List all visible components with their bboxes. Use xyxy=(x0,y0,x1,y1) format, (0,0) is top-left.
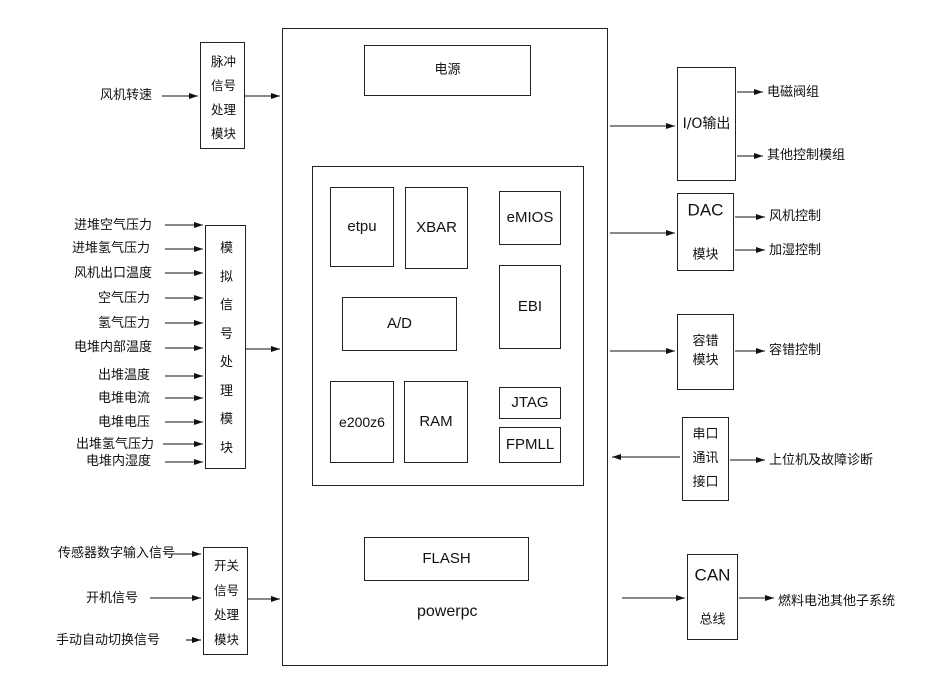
pulse-signal-block: 脉冲信号处理模块 xyxy=(200,42,245,149)
ebi-label: EBI xyxy=(500,296,560,318)
input-analog-5: 电堆内部温度 xyxy=(74,341,152,354)
input-analog-6: 出堆温度 xyxy=(98,369,150,382)
dac-block: DAC 模块 xyxy=(677,193,734,271)
io-output-block: I/O输出 xyxy=(677,67,736,181)
emios-label: eMIOS xyxy=(500,207,560,229)
etpu-module: etpu xyxy=(330,187,394,267)
e200z6-core-label: e200z6 xyxy=(331,412,393,432)
io-output-label: I/O输出 xyxy=(678,114,735,134)
ram-label: RAM xyxy=(405,411,467,433)
can-bus-label: CAN 总线 xyxy=(688,540,737,653)
can-bus-label-line1: CAN xyxy=(688,564,737,589)
switch-signal-block-label: 开关信号处理模块 xyxy=(213,554,240,652)
output-fan-control: 风机控制 xyxy=(769,210,821,223)
input-analog-0: 进堆空气压力 xyxy=(74,219,152,232)
switch-signal-block: 开关信号处理模块 xyxy=(203,547,248,655)
can-bus-block: CAN 总线 xyxy=(687,554,738,640)
power-supply-block: 电源 xyxy=(364,45,531,96)
flash-module: FLASH xyxy=(364,537,529,581)
dac-label: DAC 模块 xyxy=(678,175,733,288)
input-fan-speed: 风机转速 xyxy=(100,89,152,102)
ad-converter-label: A/D xyxy=(343,313,456,335)
jtag-label: JTAG xyxy=(500,392,560,414)
ad-converter-module: A/D xyxy=(342,297,457,351)
analog-signal-block-label: 模拟信号处理模块 xyxy=(219,235,234,463)
output-humidify-control: 加湿控制 xyxy=(769,244,821,257)
fault-tolerance-label: 容错 模块 xyxy=(678,333,733,371)
etpu-label: etpu xyxy=(331,216,393,238)
output-fuel-cell-subsystems: 燃料电池其他子系统 xyxy=(778,595,895,608)
ebi-module: EBI xyxy=(499,265,561,349)
input-analog-3: 空气压力 xyxy=(98,292,150,305)
input-analog-4: 氢气压力 xyxy=(98,317,150,330)
fault-tolerance-block: 容错 模块 xyxy=(677,314,734,390)
output-other-control: 其他控制模组 xyxy=(767,149,845,162)
fpmll-label: FPMLL xyxy=(500,434,560,456)
can-bus-label-line2: 总线 xyxy=(688,611,737,630)
jtag-module: JTAG xyxy=(499,387,561,419)
input-analog-7: 电堆电流 xyxy=(98,392,150,405)
e200z6-core-module: e200z6 xyxy=(330,381,394,463)
input-power-on: 开机信号 xyxy=(86,592,138,605)
input-analog-10: 电堆内湿度 xyxy=(86,455,151,468)
flash-label: FLASH xyxy=(365,548,528,570)
xbar-module: XBAR xyxy=(405,187,468,269)
output-host-diagnostics: 上位机及故障诊断 xyxy=(769,454,873,467)
serial-interface-block: 串口 通讯 接口 xyxy=(682,417,729,501)
input-analog-1: 进堆氢气压力 xyxy=(72,242,150,255)
input-analog-8: 电堆电压 xyxy=(98,416,150,429)
ram-module: RAM xyxy=(404,381,468,463)
power-supply-label: 电源 xyxy=(365,61,530,80)
analog-signal-block: 模拟信号处理模块 xyxy=(205,225,246,469)
dac-label-line2: 模块 xyxy=(678,246,733,265)
pulse-signal-block-label: 脉冲信号处理模块 xyxy=(210,50,237,146)
output-solenoid-valves: 电磁阀组 xyxy=(767,86,819,99)
serial-interface-label: 串口 通讯 接口 xyxy=(683,423,728,495)
output-fault-control: 容错控制 xyxy=(769,344,821,357)
input-manual-auto: 手动自动切换信号 xyxy=(56,634,160,647)
input-analog-2: 风机出口温度 xyxy=(74,267,152,280)
input-sensor-digital: 传感器数字输入信号 xyxy=(58,547,175,560)
dac-label-line1: DAC xyxy=(678,199,733,224)
emios-module: eMIOS xyxy=(499,191,561,245)
xbar-label: XBAR xyxy=(406,217,467,239)
fpmll-module: FPMLL xyxy=(499,427,561,463)
input-analog-9: 出堆氢气压力 xyxy=(76,438,154,451)
cpu-label: powerpc xyxy=(417,604,477,620)
